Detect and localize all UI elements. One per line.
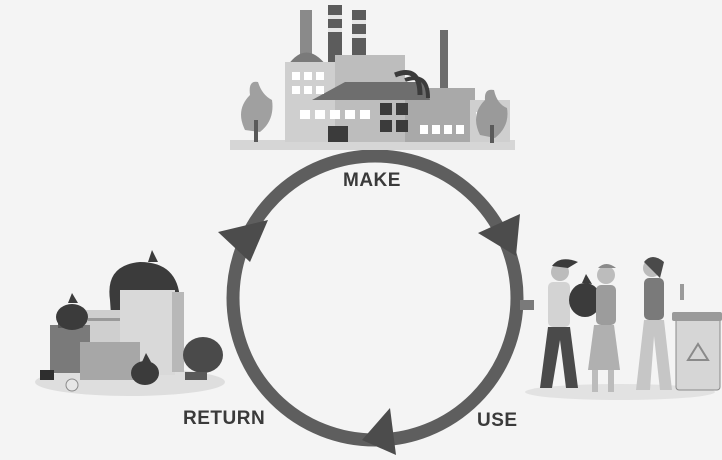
- waste-pile-icon: [35, 250, 225, 396]
- stage-label-return: RETURN: [183, 408, 266, 429]
- cycle-ring: [226, 149, 524, 447]
- arrowhead-right-icon: [478, 214, 520, 256]
- stage-label-make: MAKE: [343, 170, 401, 191]
- people-carrying-waste-icon: [520, 257, 722, 400]
- arrowhead-left-icon: [218, 220, 268, 262]
- stage-label-use: USE: [477, 410, 518, 431]
- factory-icon: [230, 5, 515, 150]
- arrowhead-bottom-icon: [362, 408, 396, 455]
